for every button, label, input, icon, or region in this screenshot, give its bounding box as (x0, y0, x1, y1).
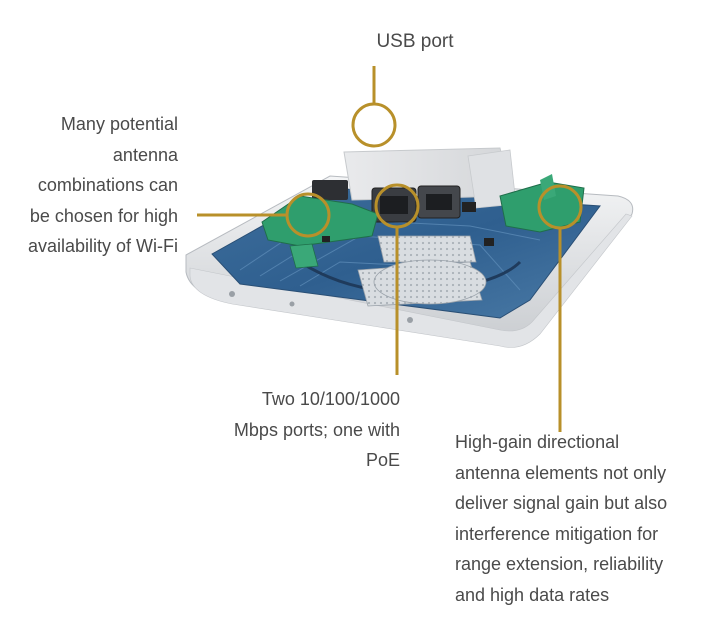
ethernet-ports (371, 185, 461, 223)
antenna-board-left (261, 195, 379, 247)
usb-port-text: USB port (376, 31, 454, 52)
antenna-combo-marker (285, 192, 331, 238)
highgain-label-line: deliver signal gain but also (455, 493, 668, 513)
highgain-label-line: and high data rates (455, 584, 610, 605)
antenna-label-line: Many potential (60, 114, 178, 134)
antenna-label-line: combinations can (37, 175, 178, 195)
high-gain-antenna-marker (537, 184, 583, 230)
antenna-label-line: be chosen for high (29, 205, 178, 226)
highgain-label-line: antenna elements not only (455, 462, 667, 483)
shield-can-1 (377, 235, 477, 263)
highgain-label-line: range extension, reliability (455, 554, 664, 574)
antenna-combinations-label: Many potential antenna combinations can … (0, 109, 178, 262)
highgain-label-line: interference mitigation for (455, 523, 659, 544)
callout-lines (197, 66, 562, 432)
usb-port-marker (351, 102, 397, 148)
high-gain-antenna-label: High-gain directional antenna elements n… (455, 427, 715, 610)
ethernet-ports-label: Two 10/100/1000 Mbps ports; one with PoE (190, 384, 400, 476)
ethernet-port-marker (374, 183, 420, 229)
highgain-label-line: High-gain directional (455, 432, 620, 452)
ports-label-line: PoE (365, 450, 400, 470)
ports-label-line: Two 10/100/1000 (261, 389, 400, 409)
case-lip (189, 213, 633, 348)
antenna-label-line: availability of Wi-Fi (27, 236, 178, 256)
ports-label-line: Mbps ports; one with (233, 419, 400, 440)
usb-port-label: USB port (330, 27, 500, 58)
antenna-label-line: antenna (112, 144, 178, 165)
